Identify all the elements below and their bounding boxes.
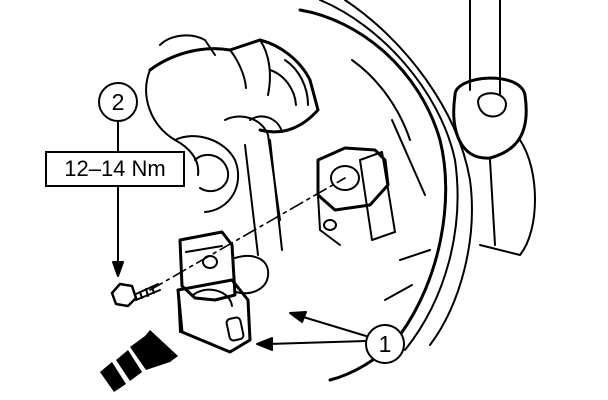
top-right-bolt-boss (452, 0, 536, 256)
mounting-boss (316, 146, 390, 246)
selector-lever (145, 34, 320, 221)
sensor-callout: 1 (365, 324, 405, 364)
torque-spec-label: 12–14 Nm (64, 156, 166, 181)
fastener-bolt (110, 282, 161, 308)
shaft-arm (244, 115, 283, 256)
sensor-callout-number: 1 (378, 330, 392, 357)
view-direction-arrow-icon (100, 330, 178, 392)
alignment-centerline (149, 177, 346, 291)
position-sensor (176, 230, 270, 354)
sensor-leader (256, 311, 367, 351)
fastener-callout: 2 (98, 82, 138, 122)
torque-spec-box: 12–14 Nm (45, 151, 185, 187)
fastener-callout-number: 2 (111, 88, 125, 115)
fastener-leader (112, 121, 124, 277)
